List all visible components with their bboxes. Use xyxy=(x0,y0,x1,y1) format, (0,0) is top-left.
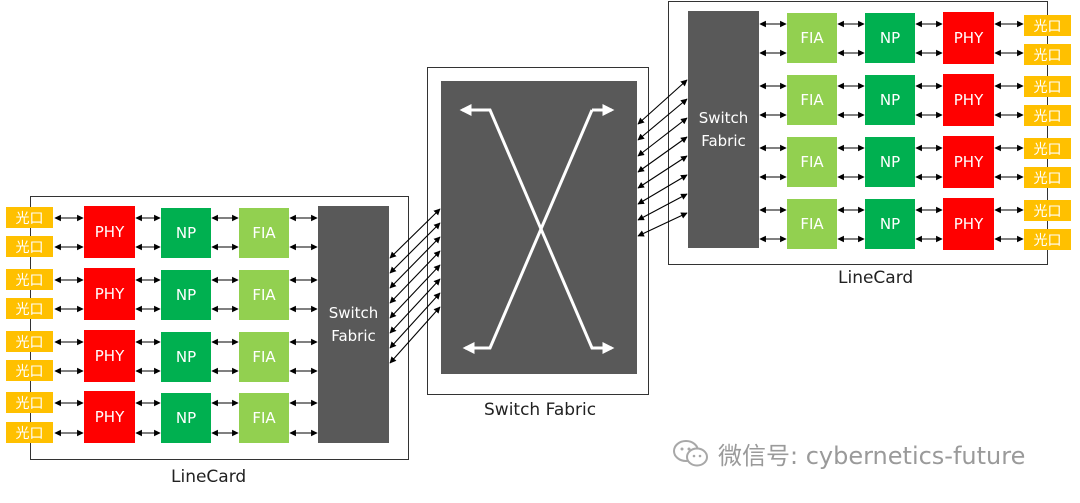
bidirectional-arrow xyxy=(389,292,441,349)
right-switch-fabric: Switch Fabric xyxy=(688,11,759,248)
bidirectional-arrow xyxy=(389,278,441,334)
fia-block: FIA xyxy=(239,270,289,320)
fabric-label-line2: Fabric xyxy=(331,326,376,345)
phy-block: PHY xyxy=(943,74,994,126)
phy-block: PHY xyxy=(84,268,135,320)
phy-block: PHY xyxy=(943,12,994,64)
bidirectional-arrow xyxy=(637,136,688,173)
bidirectional-arrow xyxy=(389,236,441,289)
np-block: NP xyxy=(865,13,915,63)
center-fabric-caption: Switch Fabric xyxy=(484,400,597,420)
optical-port: 光口 xyxy=(1024,167,1071,188)
optical-port: 光口 xyxy=(6,269,53,290)
bidirectional-arrow xyxy=(389,306,441,364)
phy-block: PHY xyxy=(84,206,135,258)
fia-block: FIA xyxy=(787,75,837,125)
bidirectional-arrow xyxy=(637,174,688,205)
bidirectional-arrow xyxy=(389,208,441,259)
fia-block: FIA xyxy=(787,137,837,187)
crossbar-path xyxy=(462,109,594,354)
np-block: NP xyxy=(865,199,915,249)
wechat-icon xyxy=(673,439,708,466)
np-block: NP xyxy=(161,270,211,320)
bidirectional-arrow xyxy=(637,212,688,237)
fabric-label-line1: Switch xyxy=(698,108,749,127)
optical-port: 光口 xyxy=(6,422,53,443)
optical-port: 光口 xyxy=(1024,138,1071,159)
optical-port: 光口 xyxy=(6,331,53,352)
bidirectional-arrow xyxy=(637,155,688,189)
optical-port: 光口 xyxy=(6,236,53,257)
fia-block: FIA xyxy=(239,393,289,443)
optical-port: 光口 xyxy=(6,298,53,319)
optical-port: 光口 xyxy=(6,392,53,413)
optical-port: 光口 xyxy=(1024,200,1071,221)
optical-port: 光口 xyxy=(1024,76,1071,97)
np-block: NP xyxy=(161,332,211,382)
optical-port: 光口 xyxy=(1024,44,1071,65)
optical-port: 光口 xyxy=(1024,15,1071,36)
watermark: 微信号: cybernetics-future xyxy=(672,436,1025,471)
optical-port: 光口 xyxy=(6,207,53,228)
fia-block: FIA xyxy=(239,332,289,382)
fabric-label-line2: Fabric xyxy=(701,131,746,150)
optical-port: 光口 xyxy=(1024,105,1071,126)
bidirectional-arrow xyxy=(389,250,441,304)
np-block: NP xyxy=(865,137,915,187)
bidirectional-arrow xyxy=(637,79,688,125)
fia-block: FIA xyxy=(239,208,289,258)
left-linecard-caption: LineCard xyxy=(171,467,247,487)
phy-block: PHY xyxy=(84,391,135,443)
np-block: NP xyxy=(161,393,211,443)
bidirectional-arrow xyxy=(389,222,441,274)
fia-block: FIA xyxy=(787,199,837,249)
fia-block: FIA xyxy=(787,13,837,63)
bidirectional-arrow xyxy=(389,264,441,319)
phy-block: PHY xyxy=(943,136,994,188)
np-block: NP xyxy=(865,75,915,125)
crossbar-path xyxy=(465,108,615,354)
phy-block: PHY xyxy=(943,198,994,250)
optical-port: 光口 xyxy=(6,360,53,381)
watermark-text: 微信号: cybernetics-future xyxy=(718,442,1026,470)
bidirectional-arrow xyxy=(637,117,688,157)
np-block: NP xyxy=(161,208,211,258)
bidirectional-arrow xyxy=(637,98,688,141)
right-linecard-caption: LineCard xyxy=(838,268,914,288)
phy-block: PHY xyxy=(84,330,135,382)
optical-port: 光口 xyxy=(1024,229,1071,250)
left-switch-fabric: Switch Fabric xyxy=(318,206,389,443)
fabric-label-line1: Switch xyxy=(328,303,379,322)
